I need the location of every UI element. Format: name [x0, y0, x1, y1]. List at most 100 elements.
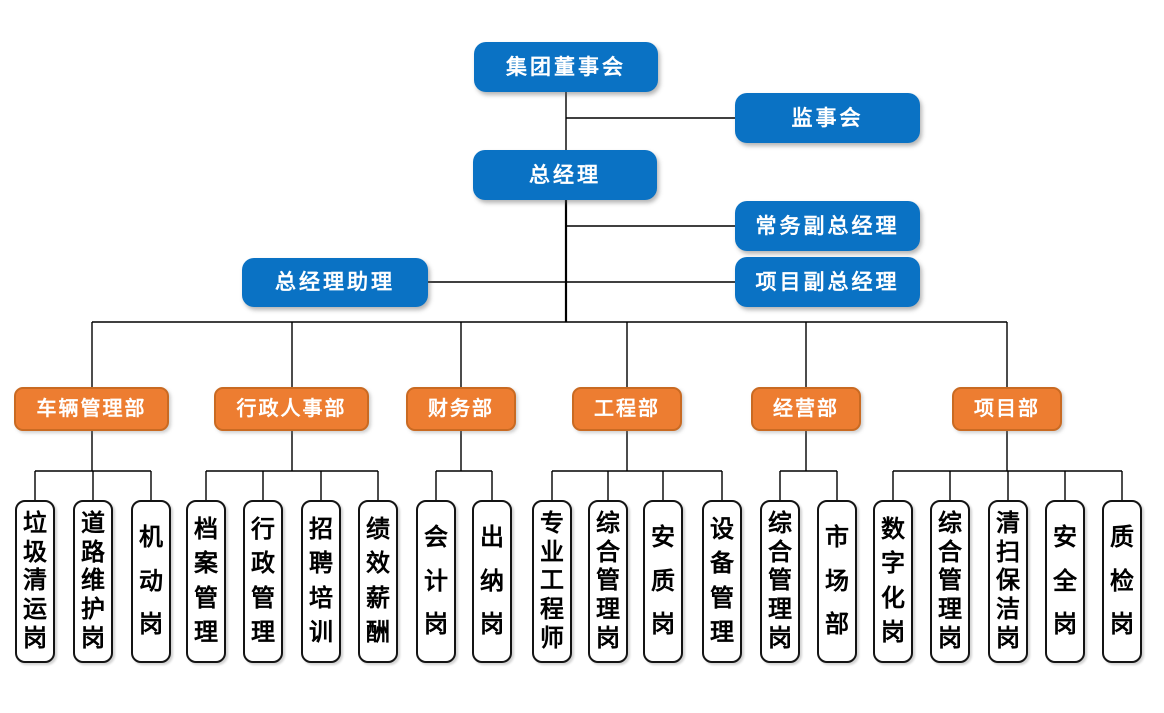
- org-node-garbage-removal: 垃圾清运岗: [15, 500, 55, 663]
- leaf-label-char: 专: [540, 509, 564, 537]
- leaf-label-char: 业: [540, 538, 564, 566]
- leaf-label-char: 绩: [366, 515, 390, 543]
- org-node-gm: 总经理: [473, 150, 657, 200]
- org-node-cashier-post: 出纳岗: [472, 500, 512, 663]
- leaf-label-char: 管: [768, 567, 792, 595]
- leaf-label-char: 聘: [309, 550, 333, 578]
- leaf-label-char: 管: [938, 567, 962, 595]
- leaf-label-char: 清: [23, 567, 47, 595]
- leaf-label-char: 合: [596, 538, 620, 566]
- leaf-label-char: 工: [540, 567, 564, 595]
- leaf-label-char: 场: [825, 567, 849, 595]
- leaf-label-char: 岗: [1053, 610, 1077, 638]
- leaf-label-char: 岗: [81, 625, 105, 653]
- leaf-label-char: 岗: [938, 625, 962, 653]
- leaf-label-char: 训: [309, 619, 333, 647]
- leaf-label-char: 清: [996, 509, 1020, 537]
- leaf-label-char: 字: [881, 550, 905, 578]
- org-node-market-dept: 市场部: [817, 500, 857, 663]
- org-node-dept-hr: 行政人事部: [214, 387, 369, 431]
- leaf-label-char: 机: [139, 524, 163, 552]
- leaf-label-char: 行: [251, 515, 275, 543]
- leaf-label-char: 档: [194, 515, 218, 543]
- org-node-dept-vehicle: 车辆管理部: [14, 387, 169, 431]
- leaf-label-char: 岗: [480, 610, 504, 638]
- leaf-label-char: 设: [710, 515, 734, 543]
- leaf-label-char: 维: [81, 567, 105, 595]
- leaf-label-char: 圾: [23, 538, 47, 566]
- leaf-label-char: 安: [1053, 524, 1077, 552]
- leaf-label-char: 纳: [480, 567, 504, 595]
- leaf-label-char: 岗: [881, 619, 905, 647]
- org-node-proj-general-mgmt: 综合管理岗: [930, 500, 970, 663]
- leaf-label-char: 道: [81, 509, 105, 537]
- leaf-label-char: 理: [596, 596, 620, 624]
- org-node-gm-assistant: 总经理助理: [242, 258, 428, 307]
- leaf-label-char: 备: [710, 550, 734, 578]
- leaf-label-char: 案: [194, 550, 218, 578]
- leaf-label-char: 计: [424, 567, 448, 595]
- org-node-archives-mgmt: 档案管理: [186, 500, 226, 663]
- org-node-dept-project: 项目部: [952, 387, 1062, 431]
- org-node-deputy-exec: 常务副总经理: [735, 201, 920, 251]
- org-node-dept-engineering: 工程部: [572, 387, 682, 431]
- leaf-label-char: 路: [81, 538, 105, 566]
- org-node-quality-inspection: 质检岗: [1102, 500, 1142, 663]
- leaf-label-char: 动: [139, 567, 163, 595]
- leaf-label-char: 岗: [23, 625, 47, 653]
- leaf-label-char: 薪: [366, 584, 390, 612]
- leaf-label-char: 理: [938, 596, 962, 624]
- org-node-safety-quality: 安质岗: [643, 500, 683, 663]
- leaf-label-char: 综: [596, 509, 620, 537]
- org-node-equipment-mgmt: 设备管理: [702, 500, 742, 663]
- leaf-label-char: 理: [251, 619, 275, 647]
- leaf-label-char: 管: [251, 584, 275, 612]
- leaf-label-char: 洁: [996, 596, 1020, 624]
- leaf-label-char: 扫: [996, 538, 1020, 566]
- leaf-label-char: 安: [651, 524, 675, 552]
- leaf-label-char: 保: [996, 567, 1020, 595]
- leaf-label-char: 岗: [1110, 610, 1134, 638]
- leaf-label-char: 培: [309, 584, 333, 612]
- leaf-label-char: 合: [768, 538, 792, 566]
- leaf-label-char: 政: [251, 550, 275, 578]
- org-node-board: 集团董事会: [474, 42, 658, 92]
- org-node-dept-operations: 经营部: [751, 387, 861, 431]
- leaf-label-char: 市: [825, 524, 849, 552]
- leaf-label-char: 理: [194, 619, 218, 647]
- leaf-label-char: 综: [938, 509, 962, 537]
- leaf-label-char: 综: [768, 509, 792, 537]
- leaf-label-char: 垃: [23, 509, 47, 537]
- leaf-label-char: 岗: [651, 610, 675, 638]
- org-node-supervisory: 监事会: [735, 93, 920, 143]
- leaf-label-char: 化: [881, 584, 905, 612]
- leaf-label-char: 合: [938, 538, 962, 566]
- leaf-label-char: 数: [881, 515, 905, 543]
- leaf-label-char: 全: [1053, 567, 1077, 595]
- org-node-recruit-training: 招聘培训: [301, 500, 341, 663]
- org-node-ops-general-mgmt: 综合管理岗: [760, 500, 800, 663]
- org-node-safety-post: 安全岗: [1045, 500, 1085, 663]
- org-node-pro-engineer: 专业工程师: [532, 500, 572, 663]
- leaf-label-char: 岗: [139, 610, 163, 638]
- org-node-admin-mgmt: 行政管理: [243, 500, 283, 663]
- leaf-label-char: 师: [540, 625, 564, 653]
- org-node-dept-finance: 财务部: [406, 387, 516, 431]
- leaf-label-char: 酬: [366, 619, 390, 647]
- leaf-label-char: 岗: [596, 625, 620, 653]
- leaf-label-char: 出: [480, 524, 504, 552]
- org-node-digitalization: 数字化岗: [873, 500, 913, 663]
- leaf-label-char: 质: [1110, 524, 1134, 552]
- org-node-cleaning-post: 清扫保洁岗: [988, 500, 1028, 663]
- leaf-label-char: 管: [596, 567, 620, 595]
- leaf-label-char: 管: [194, 584, 218, 612]
- org-node-deputy-project: 项目副总经理: [735, 257, 920, 307]
- leaf-label-char: 效: [366, 550, 390, 578]
- org-node-performance-pay: 绩效薪酬: [358, 500, 398, 663]
- org-node-road-maintenance: 道路维护岗: [73, 500, 113, 663]
- leaf-label-char: 护: [81, 596, 105, 624]
- leaf-label-char: 理: [710, 619, 734, 647]
- leaf-label-char: 理: [768, 596, 792, 624]
